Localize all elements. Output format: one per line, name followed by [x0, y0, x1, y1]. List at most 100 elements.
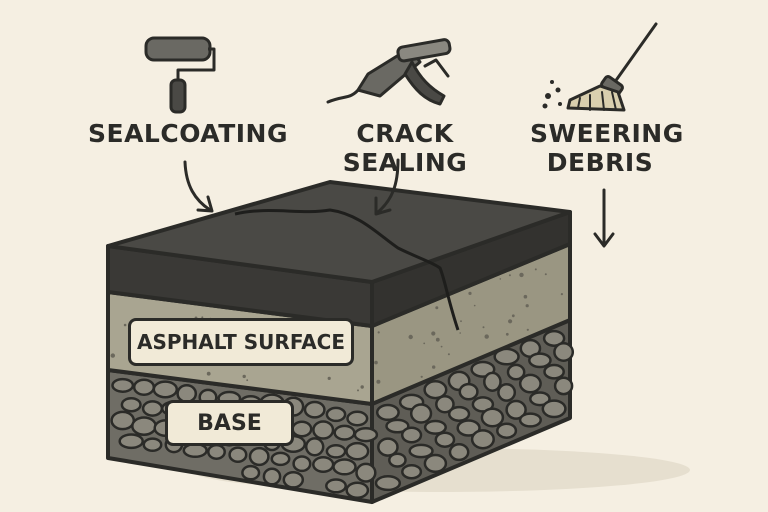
- speck: [423, 342, 426, 345]
- stone: [388, 452, 407, 468]
- speck: [511, 314, 515, 318]
- speck: [420, 375, 423, 378]
- arrows: [183, 158, 615, 248]
- stone: [496, 422, 518, 439]
- speck: [432, 365, 436, 369]
- speck: [123, 323, 127, 327]
- sealcoating-label: SEALCOATING: [88, 119, 288, 148]
- stone: [228, 446, 248, 464]
- stone: [434, 431, 456, 448]
- stone: [529, 391, 551, 407]
- arrow-sealcoating-head: [196, 195, 214, 213]
- stone: [248, 446, 270, 467]
- broom-icon: [542, 22, 658, 112]
- speck: [523, 294, 528, 299]
- speck: [473, 304, 476, 307]
- speck: [447, 353, 450, 356]
- stone: [374, 475, 402, 492]
- stone: [120, 396, 142, 413]
- stone: [423, 419, 447, 435]
- speck: [526, 328, 529, 331]
- stone: [400, 426, 423, 444]
- stone: [355, 462, 377, 483]
- sweeping-label-line1: SWEERING: [530, 119, 684, 148]
- stone: [142, 437, 163, 453]
- speck: [482, 326, 485, 329]
- arrow-sealcoating: [183, 160, 212, 212]
- speck: [360, 385, 364, 389]
- stone: [553, 342, 575, 362]
- stone: [471, 396, 495, 413]
- speck: [440, 345, 443, 348]
- debris-dots: [542, 80, 562, 109]
- paint-roller-icon: [144, 36, 216, 114]
- sweeping-debris-label: SWEERING DEBRIS: [530, 119, 684, 178]
- stone: [131, 416, 157, 436]
- asphalt-layer: [106, 180, 572, 331]
- base-tag: BASE: [165, 400, 294, 446]
- stone: [291, 420, 313, 438]
- speck: [508, 319, 513, 324]
- arrow-sweep-head: [593, 232, 615, 248]
- stone: [345, 441, 370, 461]
- stone: [423, 453, 448, 474]
- speck: [508, 274, 511, 277]
- stone: [385, 418, 410, 434]
- stone: [270, 451, 291, 467]
- stone: [110, 410, 136, 431]
- crack-line: [234, 208, 460, 331]
- speck: [376, 379, 381, 384]
- stone: [345, 481, 370, 499]
- stone: [303, 400, 326, 419]
- stone: [483, 371, 502, 392]
- speck: [544, 273, 547, 276]
- stone: [497, 382, 517, 402]
- speck: [206, 371, 211, 376]
- stone: [458, 382, 479, 401]
- speck: [246, 379, 249, 382]
- speck: [110, 353, 116, 358]
- speck: [408, 334, 413, 340]
- speck: [201, 316, 204, 319]
- speck: [327, 376, 331, 380]
- stone: [480, 407, 505, 428]
- speck: [499, 278, 502, 280]
- stone: [312, 420, 335, 440]
- stone: [447, 405, 471, 422]
- speck: [242, 374, 246, 379]
- stone: [325, 406, 347, 423]
- stone: [506, 363, 526, 381]
- stone: [518, 373, 542, 394]
- speck: [459, 332, 462, 334]
- stone: [470, 429, 495, 450]
- stone: [312, 456, 335, 473]
- stone: [346, 410, 369, 427]
- stone: [377, 437, 399, 457]
- stone: [333, 424, 356, 441]
- stone: [409, 403, 433, 424]
- stone: [152, 380, 179, 399]
- stone: [553, 376, 574, 396]
- stone: [325, 443, 347, 459]
- speck: [468, 291, 472, 295]
- stone: [262, 467, 282, 486]
- stone: [401, 463, 423, 480]
- speck: [505, 332, 509, 336]
- sweeping-label-line2: DEBRIS: [546, 147, 654, 177]
- stone: [332, 458, 357, 476]
- caulk-gun-icon: [326, 38, 452, 106]
- stone: [132, 378, 156, 396]
- stone: [325, 478, 347, 494]
- stone: [448, 443, 470, 462]
- stone: [118, 433, 144, 450]
- stone: [528, 352, 552, 369]
- stone: [518, 412, 542, 428]
- speck: [560, 293, 564, 296]
- stone: [375, 403, 400, 422]
- stone: [435, 394, 455, 414]
- stone: [304, 437, 325, 457]
- speck: [377, 331, 380, 334]
- stone: [505, 399, 527, 420]
- stone: [207, 443, 226, 460]
